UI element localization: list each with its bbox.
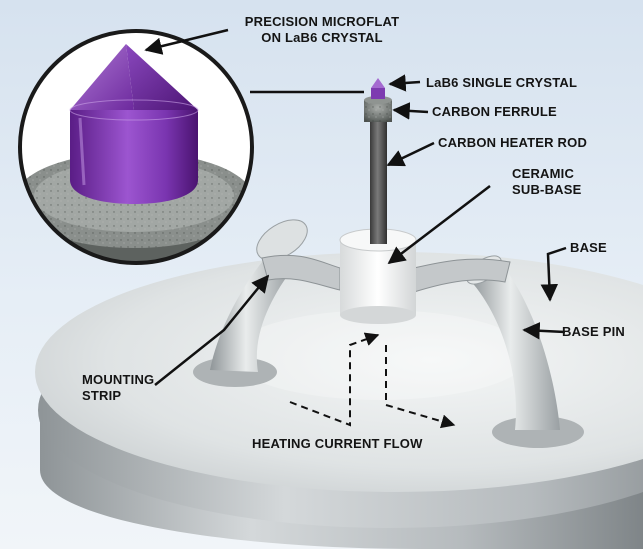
carbon-heater-rod [370,118,387,244]
label-heating-current-flow: HEATING CURRENT FLOW [252,436,423,451]
crystal-inset [18,29,254,265]
label-mounting-strip: MOUNTING STRIP [82,372,155,403]
annotation-arrows [144,28,567,386]
lab6-single-crystal [371,78,385,99]
mounting-strip [261,254,511,293]
label-precision-microflat: PRECISION MICROFLAT ON LaB6 CRYSTAL [244,14,400,45]
base-pin-left [193,219,308,387]
label-base-pin: BASE PIN [562,324,626,339]
carbon-ferrule [364,96,392,122]
heating-current-flow-path [289,332,456,429]
label-carbon-ferrule: CARBON FERRULE [432,104,557,119]
label-ceramic-sub-base: CERAMIC SUB-BASE [512,166,582,197]
base-disc [35,252,643,549]
label-base: BASE [570,240,607,255]
label-lab6-single-crystal: LaB6 SINGLE CRYSTAL [426,75,578,90]
label-carbon-heater-rod: CARBON HEATER ROD [438,135,588,150]
